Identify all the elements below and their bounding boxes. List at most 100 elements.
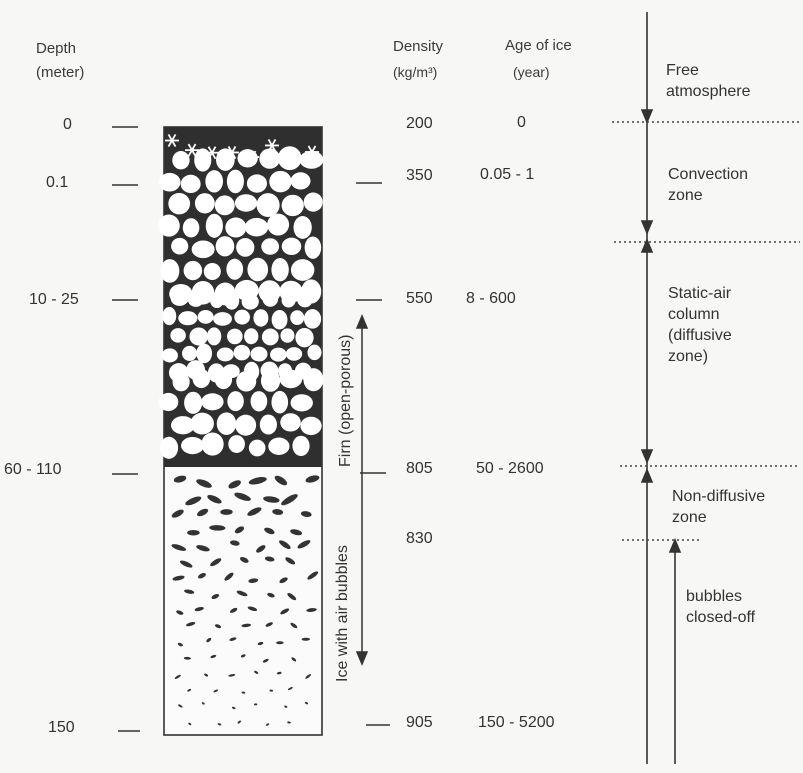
firn-grain — [271, 257, 289, 282]
firn-grain — [209, 292, 224, 309]
firn-grain — [303, 192, 323, 212]
firn-grain — [205, 213, 223, 238]
firn-grain — [290, 394, 313, 412]
firn-grain — [201, 393, 224, 411]
air-bubble — [179, 560, 193, 568]
density-value: 350 — [406, 167, 433, 184]
firn-grain — [261, 238, 280, 255]
density-value: 830 — [406, 530, 433, 547]
firn-grain — [271, 390, 289, 414]
air-bubble — [305, 674, 312, 679]
air-bubble — [194, 606, 204, 612]
air-bubble — [177, 642, 183, 647]
firn-grain — [203, 263, 221, 281]
firn-grain — [290, 310, 305, 326]
air-bubble — [229, 607, 238, 613]
firn-grain — [191, 240, 215, 259]
firn-grain — [290, 259, 315, 281]
firn-grain — [290, 172, 311, 190]
depth-ticks — [112, 126, 140, 732]
air-bubble — [173, 475, 187, 483]
air-bubble — [178, 704, 183, 708]
depth-header: Depth — [36, 40, 77, 57]
firn-grain — [162, 307, 177, 326]
firn-grain — [182, 345, 198, 361]
air-bubble — [239, 557, 249, 563]
depth-label: 150 — [48, 719, 75, 736]
firn-grain — [180, 174, 201, 194]
firn-grain — [234, 194, 258, 212]
air-bubble — [171, 509, 184, 518]
snowflake-icons — [165, 134, 319, 164]
firn-grain — [182, 218, 200, 238]
air-bubble — [272, 509, 284, 515]
firn-grain — [214, 369, 233, 390]
firn-grain — [299, 150, 324, 169]
firn-grain — [247, 257, 269, 282]
firn-grain — [292, 435, 310, 457]
firn-grain — [270, 347, 287, 362]
firn-grain — [192, 369, 211, 389]
firn-grain — [246, 174, 268, 193]
firn-grain — [250, 346, 268, 362]
age-value: 50 - 2600 — [476, 460, 544, 477]
air-bubble — [197, 573, 206, 579]
air-bubble — [204, 673, 209, 677]
firn-grain — [244, 217, 269, 237]
air-bubble — [301, 637, 311, 641]
snowflake-icon — [185, 143, 199, 157]
firn-grain — [190, 412, 214, 435]
air-bubble — [265, 622, 273, 627]
air-bubble — [236, 590, 248, 597]
air-bubble — [285, 557, 296, 565]
firn-grain — [216, 148, 235, 171]
depth-label: 10 - 25 — [29, 291, 79, 308]
air-bubble — [231, 706, 236, 710]
firn-grain — [228, 435, 245, 453]
air-bubble — [176, 610, 184, 615]
air-bubble — [306, 608, 317, 612]
air-bubble — [217, 723, 222, 726]
firn-grain — [181, 436, 205, 455]
air-bubble — [288, 686, 293, 691]
firn-grain — [172, 151, 190, 170]
firn-grain — [158, 172, 181, 192]
air-bubble — [264, 527, 275, 535]
snowflake-icon — [285, 149, 299, 163]
depth-label: 0 — [63, 116, 72, 133]
air-bubble — [284, 705, 288, 708]
age-unit: (year) — [513, 64, 550, 80]
firn-grain — [235, 414, 257, 436]
air-bubble — [240, 654, 246, 658]
firn-grain — [303, 368, 324, 392]
firn-grain — [224, 291, 240, 310]
firn-grain — [172, 372, 190, 392]
firn-grain — [280, 328, 295, 343]
zone-non-diffusive: Non-diffusive zone — [672, 488, 766, 526]
air-bubble — [287, 592, 297, 601]
air-bubble — [287, 721, 291, 724]
air-bubble — [213, 689, 219, 693]
air-bubble — [210, 558, 222, 567]
air-bubble — [305, 475, 320, 483]
firn-grain — [281, 237, 302, 256]
zone-bubbles-closed-off: bubbles closed-off — [686, 588, 756, 626]
air-bubble — [290, 529, 303, 536]
firn-grain — [194, 148, 212, 172]
air-bubble — [228, 480, 241, 489]
firn-grain — [237, 149, 258, 168]
snowflake-icon — [305, 145, 319, 159]
firn-grain — [296, 290, 313, 308]
firn-grain — [171, 416, 195, 435]
air-bubble — [196, 545, 210, 552]
air-bubble — [197, 508, 209, 517]
depth-unit: (meter) — [36, 64, 85, 81]
air-bubble — [297, 540, 311, 549]
snowflake-icon — [245, 150, 259, 164]
air-bubble — [234, 492, 251, 501]
air-bubble — [183, 656, 191, 660]
firn-grain — [256, 193, 280, 218]
snowflake-icon — [225, 145, 239, 159]
firn-grain — [253, 309, 269, 327]
air-bubble — [184, 589, 195, 594]
